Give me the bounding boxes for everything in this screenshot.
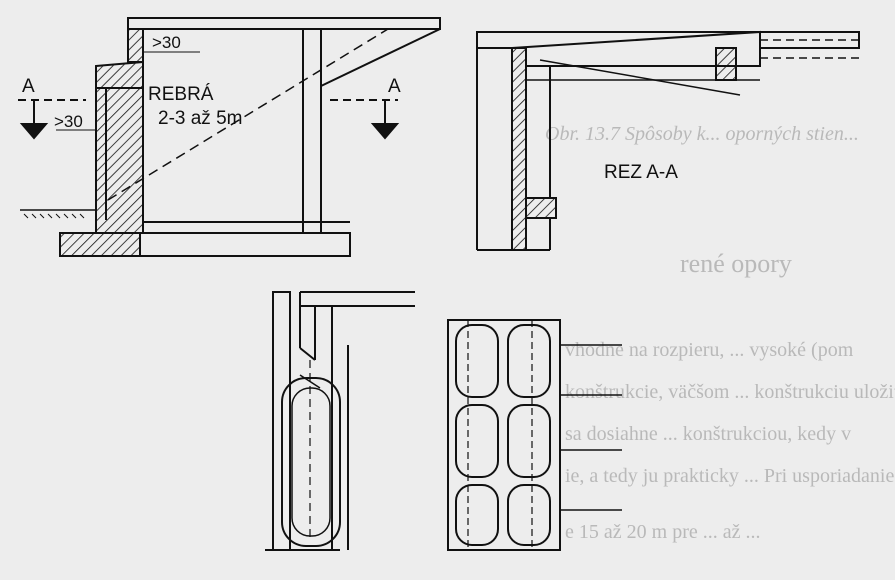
rebra-spacing: 2-3 až 5m [158, 108, 242, 129]
detail-slot-outer [281, 377, 341, 547]
deck-corner-hatch [127, 28, 144, 63]
ghost-line-4: ie, a tedy ju prakticky ... Pri usporiad… [565, 465, 895, 487]
section-slope-line [539, 59, 741, 96]
ghost-heading: rené opory [680, 249, 792, 278]
brace-line [320, 28, 441, 87]
ground-hatch [23, 213, 85, 219]
dimension-left-label: >30 [54, 112, 83, 131]
plan-cell-5 [455, 484, 499, 546]
bottom-detail-drawing [265, 291, 415, 551]
footing-slab [139, 232, 351, 257]
plan-cell-2 [507, 324, 551, 398]
plan-cell-3 [455, 404, 499, 478]
dashed-diagonal [107, 28, 389, 201]
detail-slot-inner [291, 387, 331, 537]
rib-plan-drawing [447, 319, 622, 551]
dimension-top-label: >30 [152, 33, 181, 52]
detail-top-beam [299, 291, 415, 361]
rez-title: REZ A-A [604, 162, 678, 183]
deck-slab [127, 17, 441, 30]
section-rib-hatch [715, 47, 737, 81]
section-footing-hatch [525, 197, 557, 219]
section-label-left: A [22, 76, 35, 97]
plan-cell-6 [507, 484, 551, 546]
ghost-line-5: e 15 až 20 m pre ... až ... [565, 521, 760, 543]
elevation-labels: A A >30 >30 REBRÁ 2-3 až 5m [22, 33, 401, 131]
section-aa-drawing [476, 30, 860, 251]
ghost-line-3: sa dosiahne ... konštrukciou, kedy v [565, 423, 851, 445]
plan-frame [447, 319, 561, 551]
plan-cell-4 [507, 404, 551, 478]
rib-column [302, 28, 322, 234]
section-arrow-right-head [370, 123, 400, 140]
ghost-caption: Obr. 13.7 Spôsoby k... oporných stien... [545, 123, 859, 145]
detail-slot-tick [299, 374, 321, 389]
ghost-line-2: konštrukcie, väčšom ... konštrukciu ulož… [565, 381, 895, 403]
rebra-title: REBRÁ [148, 84, 214, 105]
elevation-drawing [18, 17, 441, 257]
section-wall-hatch [511, 47, 527, 251]
section-arrow-left-head [19, 123, 49, 140]
section-label-right: A [388, 76, 401, 97]
plan-cell-1 [455, 324, 499, 398]
ghost-line-1: vhodne na rozpieru, ... vysoké (pom [565, 339, 854, 361]
background-bleed-text: Obr. 13.7 Spôsoby k... oporných stien...… [545, 123, 895, 543]
